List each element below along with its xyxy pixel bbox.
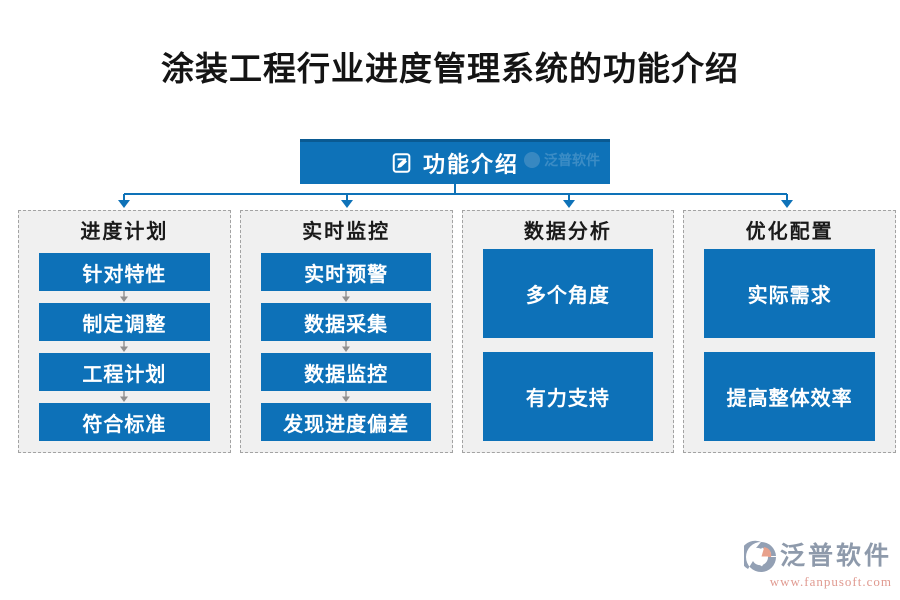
flow-arrow-icon: [120, 391, 129, 402]
panel-data-analysis: 数据分析 多个角度 有力支持: [461, 210, 675, 453]
step-box: 数据采集: [260, 303, 432, 341]
step-box: 有力支持: [482, 352, 654, 441]
step-box: 数据监控: [260, 353, 432, 391]
step-box: 制定调整: [39, 303, 210, 341]
page-title: 涂装工程行业进度管理系统的功能介绍: [161, 52, 739, 88]
step-box: 实际需求: [704, 249, 875, 338]
down-arrowheads: [118, 200, 793, 208]
step-box: 针对特性: [39, 253, 210, 291]
step-box: 发现进度偏差: [260, 403, 432, 441]
footer-url: www.fanpusoft.com: [769, 574, 892, 589]
fanpu-logo-icon: [743, 540, 776, 572]
flow-arrow-icon: [342, 291, 351, 302]
panel-header: 实时监控: [302, 221, 391, 243]
step-box: 多个角度: [482, 249, 654, 338]
flow-arrow-icon: [342, 391, 351, 402]
watermark-brand: 泛普软件: [544, 154, 600, 169]
step-box: 实时预警: [260, 253, 432, 291]
flow-arrow-icon: [342, 341, 351, 352]
root-node-feature-intro: 功能介绍 泛普软件: [300, 139, 610, 184]
panel-optimize-config: 优化配置 实际需求 提高整体效率: [683, 210, 896, 453]
step-box: 工程计划: [39, 353, 210, 391]
watermark: 泛普软件: [524, 150, 600, 170]
step-box: 提高整体效率: [704, 352, 875, 441]
edit-document-icon: [392, 153, 411, 173]
root-node-label: 功能介绍: [422, 152, 519, 177]
panel-realtime-monitor: 实时监控 实时预警 数据采集 数据监控 发现进度偏差: [239, 210, 453, 453]
panel-progress-plan: 进度计划 针对特性 制定调整 工程计划 符合标准: [18, 210, 231, 453]
panel-header: 优化配置: [745, 221, 834, 243]
flow-arrow-icon: [120, 341, 129, 352]
step-box: 符合标准: [39, 403, 210, 441]
flow-arrow-icon: [120, 291, 129, 302]
footer-logo: 泛普软件 www.fanpusoft.com: [743, 540, 892, 590]
watermark-logo-icon: [524, 152, 540, 168]
panel-header: 数据分析: [523, 221, 612, 243]
feature-columns: 进度计划 针对特性 制定调整 工程计划 符合标准 实时监控 实时预警 数据采集: [18, 210, 896, 453]
panel-header: 进度计划: [80, 221, 169, 243]
footer-brand: 泛普软件: [779, 543, 892, 570]
